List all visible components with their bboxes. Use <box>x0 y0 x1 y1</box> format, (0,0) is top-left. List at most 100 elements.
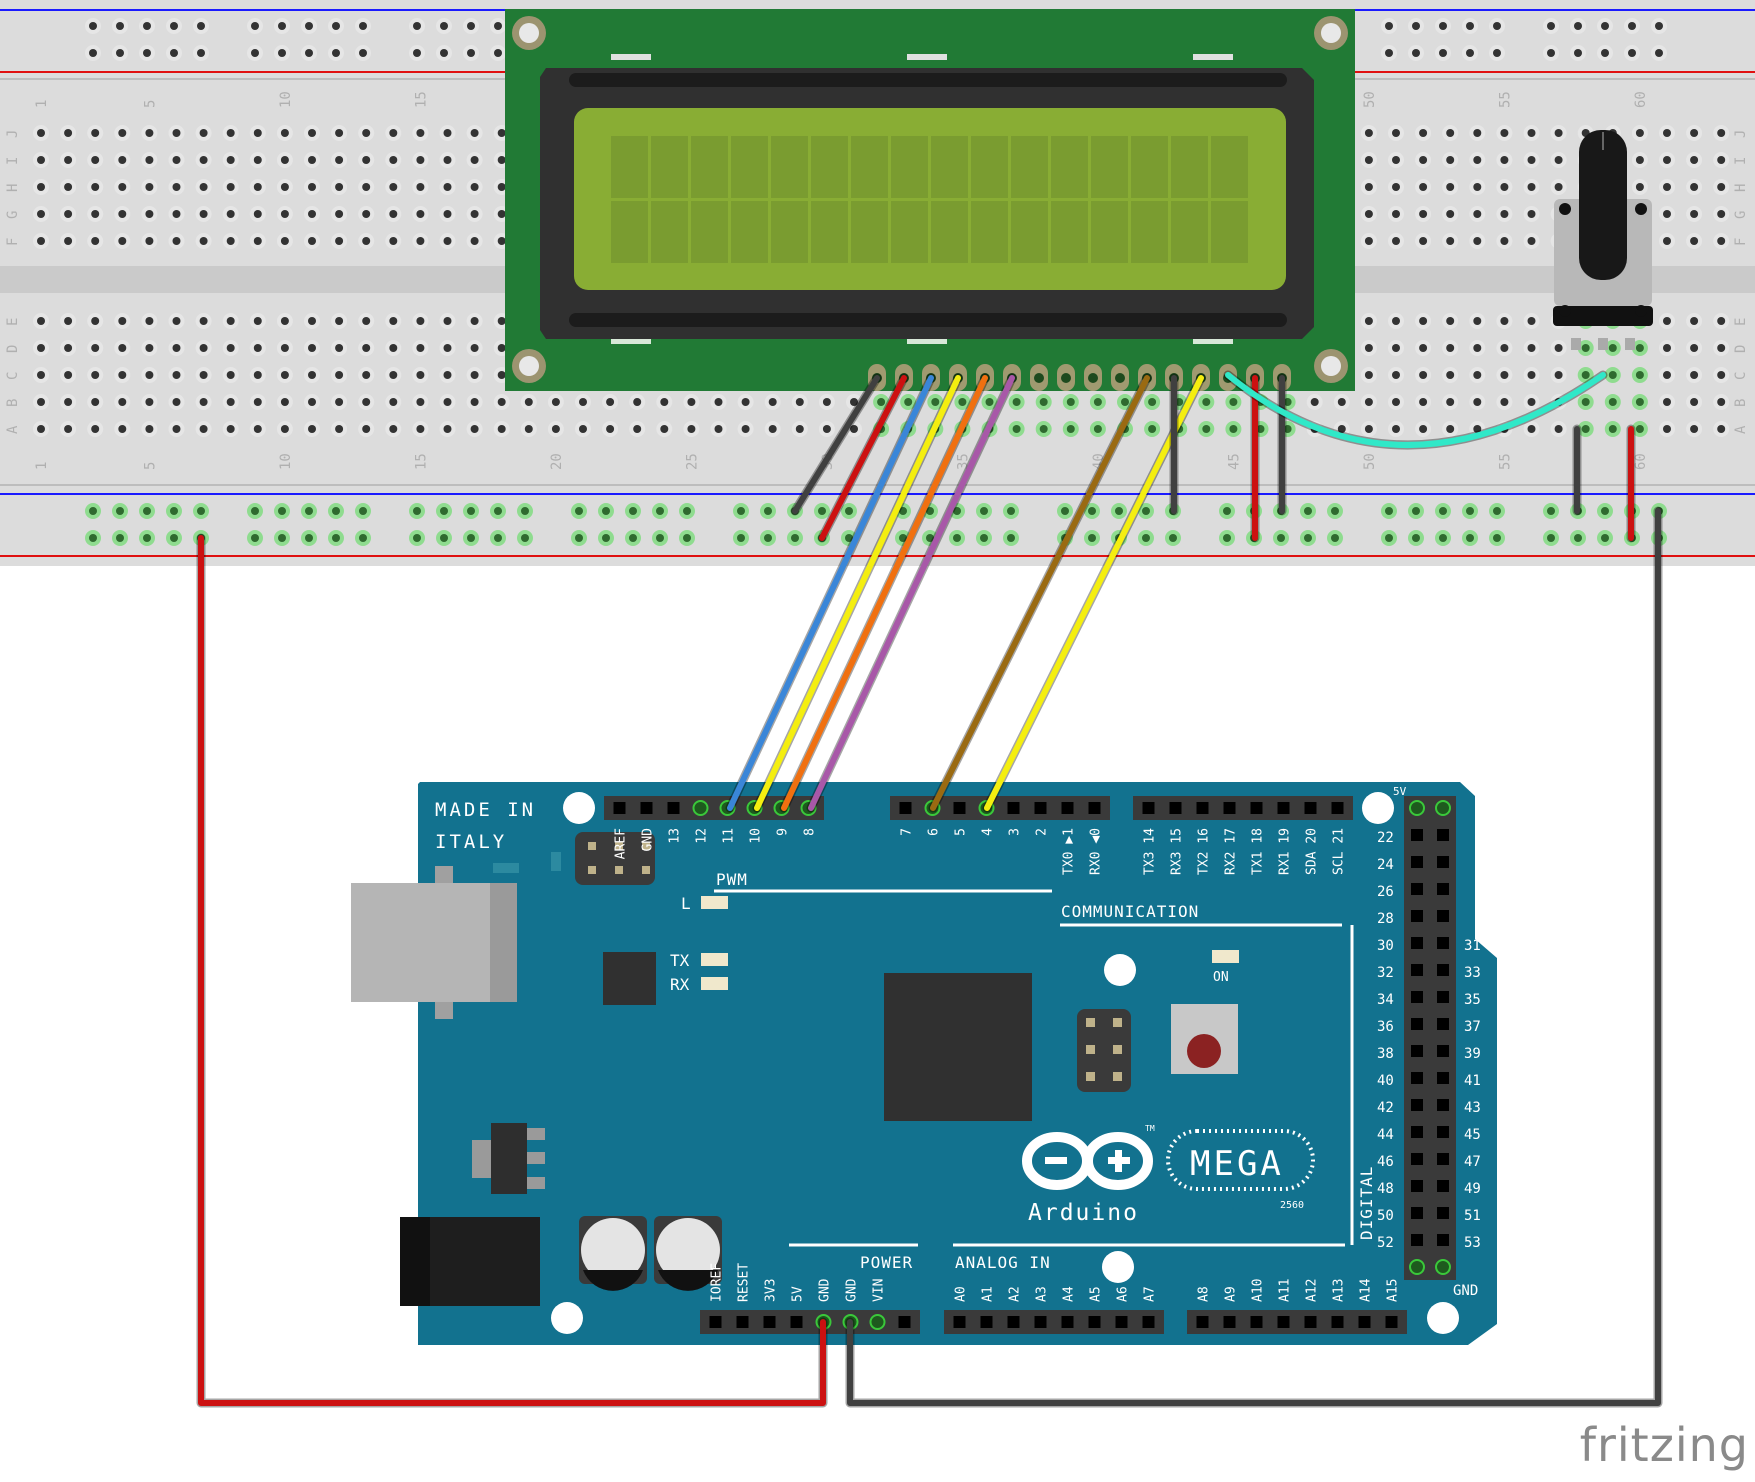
breadboard-hole[interactable] <box>1597 530 1613 546</box>
breadboard-hole[interactable] <box>60 421 77 437</box>
breadboard-hole[interactable] <box>1360 152 1377 168</box>
breadboard-hole[interactable] <box>1144 421 1161 437</box>
breadboard-hole[interactable] <box>1415 421 1432 437</box>
breadboard-hole[interactable] <box>490 45 506 61</box>
header-pin[interactable] <box>1411 883 1423 895</box>
breadboard-hole[interactable] <box>1003 530 1019 546</box>
breadboard-hole[interactable] <box>114 313 131 329</box>
breadboard-hole[interactable] <box>304 179 320 195</box>
breadboard-hole[interactable] <box>1624 18 1640 34</box>
header-pin[interactable] <box>1409 1259 1425 1275</box>
header-pin[interactable] <box>1437 829 1449 841</box>
breadboard-hole[interactable] <box>222 394 239 410</box>
breadboard-hole[interactable] <box>466 340 483 356</box>
breadboard-hole[interactable] <box>602 394 619 410</box>
breadboard-hole[interactable] <box>1469 125 1486 141</box>
breadboard-hole[interactable] <box>166 45 182 61</box>
breadboard-hole[interactable] <box>490 503 506 519</box>
breadboard-hole[interactable] <box>436 18 452 34</box>
breadboard-hole[interactable] <box>249 340 266 356</box>
breadboard-hole[interactable] <box>1388 340 1404 356</box>
breadboard-hole[interactable] <box>87 125 104 141</box>
breadboard-hole[interactable] <box>764 394 781 410</box>
breadboard-hole[interactable] <box>141 394 158 410</box>
breadboard-hole[interactable] <box>276 313 293 329</box>
breadboard-hole[interactable] <box>463 503 479 519</box>
breadboard-hole[interactable] <box>276 125 293 141</box>
breadboard-hole[interactable] <box>1659 125 1675 141</box>
breadboard-hole[interactable] <box>409 45 425 61</box>
breadboard-hole[interactable] <box>385 421 402 437</box>
breadboard-hole[interactable] <box>112 18 128 34</box>
header-pin[interactable] <box>1437 964 1449 976</box>
breadboard-hole[interactable] <box>195 206 212 222</box>
breadboard-hole[interactable] <box>222 206 239 222</box>
breadboard-hole[interactable] <box>1651 45 1667 61</box>
breadboard-hole[interactable] <box>1489 18 1505 34</box>
breadboard-hole[interactable] <box>222 340 239 356</box>
breadboard-hole[interactable] <box>1360 125 1377 141</box>
header-pin[interactable] <box>1196 1316 1209 1328</box>
breadboard-hole[interactable] <box>1523 421 1540 437</box>
breadboard-hole[interactable] <box>1442 179 1459 195</box>
header-pin[interactable] <box>1169 802 1182 814</box>
breadboard-hole[interactable] <box>1442 233 1459 249</box>
breadboard-hole[interactable] <box>1597 45 1613 61</box>
breadboard-hole[interactable] <box>1686 179 1703 195</box>
breadboard-hole[interactable] <box>737 394 754 410</box>
reset-button[interactable] <box>1171 1004 1238 1074</box>
breadboard-hole[interactable] <box>1469 394 1486 410</box>
breadboard-hole[interactable] <box>274 503 290 519</box>
breadboard-hole[interactable] <box>575 394 591 410</box>
header-pin[interactable] <box>1007 1316 1020 1328</box>
breadboard-hole[interactable] <box>1604 367 1621 383</box>
breadboard-hole[interactable] <box>1543 45 1559 61</box>
header-pin[interactable] <box>790 1316 803 1328</box>
header-pin[interactable] <box>899 802 912 814</box>
breadboard-hole[interactable] <box>679 503 695 519</box>
header-pin[interactable] <box>1331 1316 1344 1328</box>
breadboard-hole[interactable] <box>87 152 104 168</box>
breadboard-hole[interactable] <box>385 206 402 222</box>
breadboard-hole[interactable] <box>1469 152 1486 168</box>
header-pin[interactable] <box>1411 910 1423 922</box>
breadboard-hole[interactable] <box>249 233 266 249</box>
header-pin[interactable] <box>1411 1207 1423 1219</box>
breadboard-hole[interactable] <box>1577 367 1594 383</box>
breadboard-hole[interactable] <box>141 152 158 168</box>
breadboard-hole[interactable] <box>1469 367 1486 383</box>
breadboard-hole[interactable] <box>439 125 456 141</box>
breadboard-hole[interactable] <box>436 503 452 519</box>
wire-rail-gnd-arduino[interactable] <box>845 506 1663 1408</box>
header-pin[interactable] <box>1115 1316 1128 1328</box>
header-pin[interactable] <box>1437 1234 1449 1246</box>
breadboard-hole[interactable] <box>87 179 104 195</box>
breadboard-hole[interactable] <box>1089 421 1106 437</box>
breadboard-hole[interactable] <box>439 421 456 437</box>
breadboard-hole[interactable] <box>141 421 158 437</box>
wire-rail-5v-arduino[interactable] <box>196 533 828 1408</box>
breadboard-hole[interactable] <box>304 367 320 383</box>
breadboard-hole[interactable] <box>1435 45 1451 61</box>
breadboard-hole[interactable] <box>112 45 128 61</box>
breadboard-hole[interactable] <box>304 340 320 356</box>
breadboard-hole[interactable] <box>195 367 212 383</box>
breadboard-hole[interactable] <box>409 503 425 519</box>
breadboard-hole[interactable] <box>1686 313 1703 329</box>
breadboard-hole[interactable] <box>900 394 917 410</box>
lcd-pin[interactable] <box>1030 364 1048 391</box>
breadboard-hole[interactable] <box>439 233 456 249</box>
breadboard-hole[interactable] <box>412 152 429 168</box>
breadboard-hole[interactable] <box>1550 340 1567 356</box>
header-pin[interactable] <box>1437 910 1449 922</box>
breadboard-hole[interactable] <box>412 206 429 222</box>
breadboard-hole[interactable] <box>710 394 727 410</box>
breadboard-hole[interactable] <box>247 530 263 546</box>
breadboard-hole[interactable] <box>355 530 371 546</box>
breadboard-hole[interactable] <box>112 503 128 519</box>
breadboard-hole[interactable] <box>436 45 452 61</box>
breadboard-hole[interactable] <box>1543 18 1559 34</box>
breadboard-hole[interactable] <box>1624 45 1640 61</box>
breadboard-hole[interactable] <box>1381 530 1397 546</box>
breadboard-hole[interactable] <box>1659 313 1675 329</box>
